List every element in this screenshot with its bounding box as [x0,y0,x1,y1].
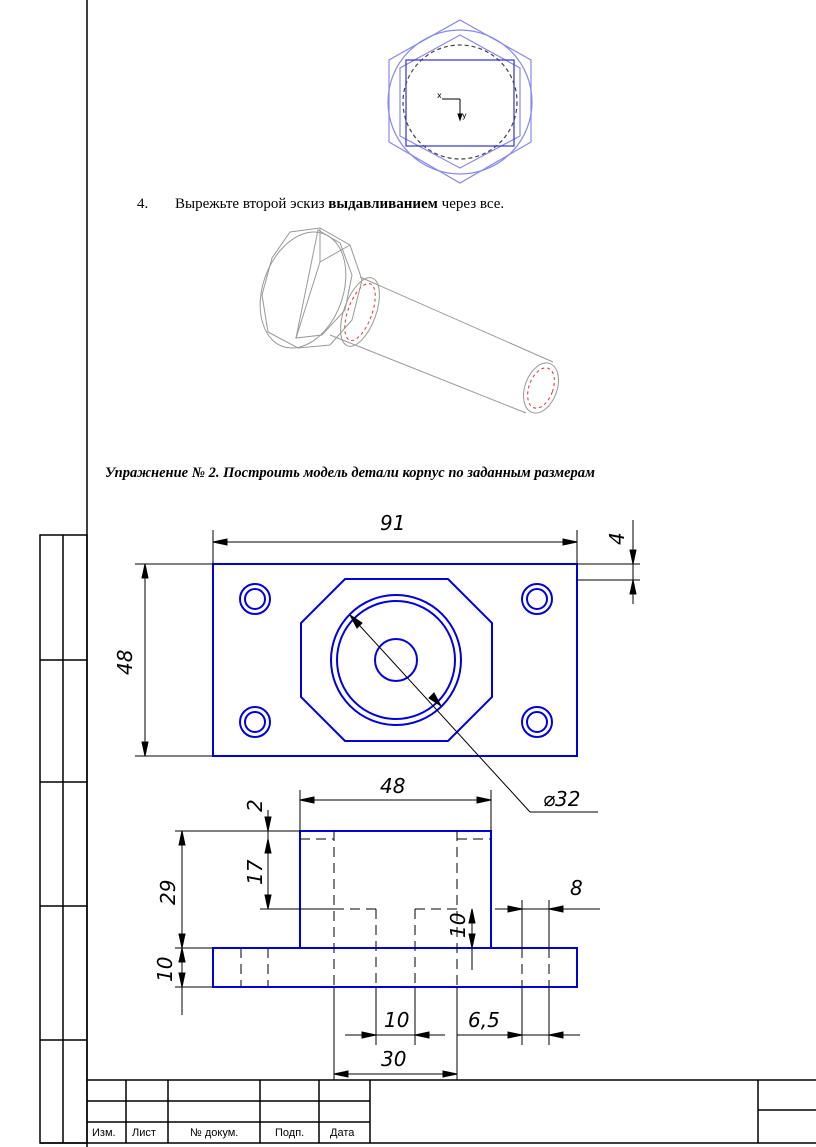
step-instruction: 4. Вырежьте второй эскиз выдавливанием че… [137,196,504,213]
housing-top-view [212,563,578,757]
dim-slot-30: 30 [381,1047,406,1071]
dim-slot-10: 10 [384,1008,409,1032]
dim-width-total: 91 [380,511,405,535]
svg-text:x: x [437,91,442,100]
dim-height-29: 29 [156,880,180,905]
dim-base-height: 10 [153,957,177,982]
hidden-lines [240,831,550,987]
dim-boss-width: 48 [380,774,405,798]
hex-sketch: x y [387,19,533,184]
step-text-before: Вырежьте второй эскиз [175,196,329,212]
dim-height-total: 48 [113,650,137,675]
step-number: 4. [137,196,149,212]
front-view-dimensions [175,790,600,1080]
title-block-col-podp: Подп. [275,1127,305,1139]
title-block-col-dokum: № докум. [190,1127,239,1139]
dim-top-step: 2 [243,799,267,812]
title-block-col-list: Лист [132,1127,156,1139]
dimension-labels: 91 48 4 ⌀32 48 2 29 17 8 10 10 10 6,5 30 [113,511,629,1071]
step-text-after: через все. [437,196,505,212]
svg-text:y: y [462,111,467,120]
axis-icon [442,98,463,122]
top-view-dimensions [135,520,640,813]
dim-offset-top: 4 [605,532,629,545]
dim-hole-width: 8 [570,876,583,900]
dim-diameter: ⌀32 [543,787,581,811]
dim-inner-10: 10 [446,913,470,938]
step-text-bold: выдавливанием [328,196,438,212]
title-block-col-izm: Изм. [92,1127,116,1139]
bolt-model [259,227,559,414]
housing-front-view [212,830,578,988]
title-block-col-data: Дата [330,1127,355,1139]
dim-height-17: 17 [243,859,267,885]
sheet-frame [39,0,816,1147]
exercise-title: Упражнение № 2. Построить модель детали … [105,465,595,481]
dim-hole-offset: 6,5 [468,1008,500,1032]
